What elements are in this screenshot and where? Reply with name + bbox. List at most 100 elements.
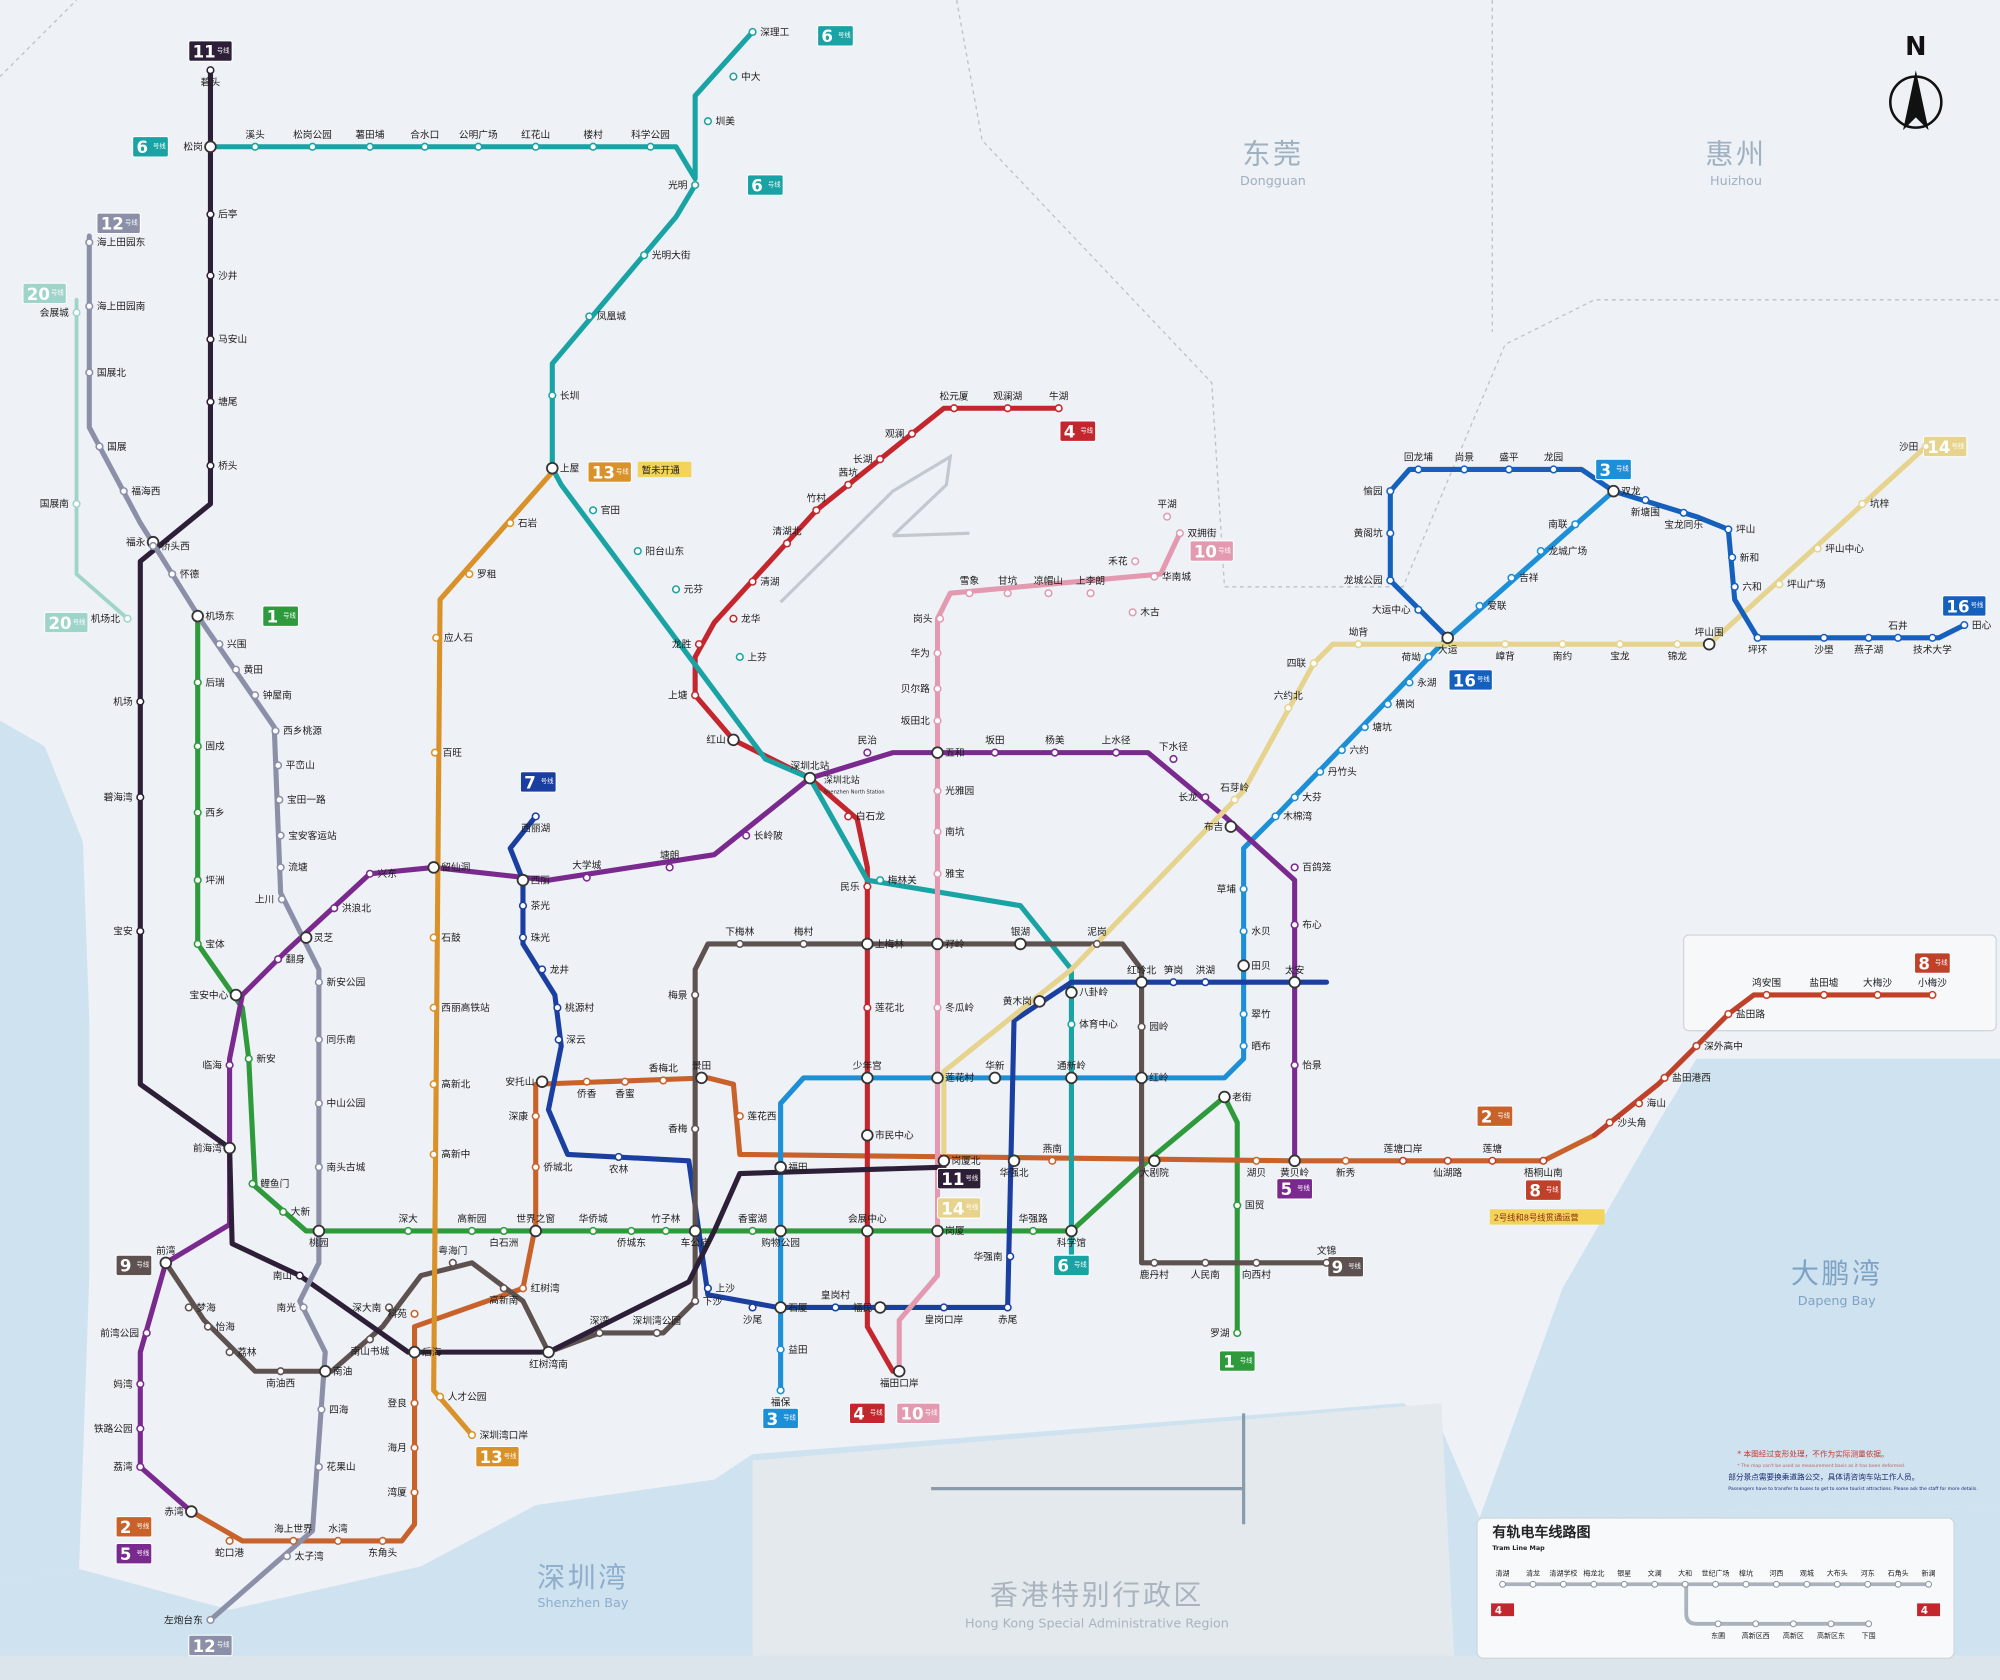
station-marker[interactable] (640, 251, 649, 260)
station-label[interactable]: 固戍 (205, 740, 225, 753)
station-label[interactable]: 公明广场 (459, 129, 498, 141)
station-label[interactable]: 湾厦 (388, 1486, 408, 1499)
station-marker[interactable] (1724, 1010, 1733, 1019)
interchange-marker[interactable] (546, 461, 559, 475)
interchange-marker[interactable] (803, 771, 817, 785)
station-label[interactable]: 百鸽笼 (1302, 861, 1331, 874)
station-marker[interactable] (876, 455, 885, 464)
station-label[interactable]: 红山 (706, 733, 725, 746)
interchange-marker[interactable] (159, 1256, 173, 1270)
tram-station-marker[interactable] (1833, 1580, 1841, 1588)
tram-station-marker[interactable] (1499, 1580, 1506, 1588)
station-marker[interactable] (633, 547, 642, 556)
tram-station-marker[interactable] (1620, 1580, 1628, 1588)
station-marker[interactable] (620, 1077, 630, 1086)
station-label[interactable]: 中大 (741, 70, 761, 83)
station-label[interactable]: 长湖 (853, 454, 872, 466)
station-marker[interactable] (1271, 812, 1280, 821)
station-label[interactable]: 松岗公园 (293, 128, 332, 141)
station-marker[interactable] (518, 1284, 528, 1293)
station-label[interactable]: 南油 (333, 1365, 352, 1378)
station-label[interactable]: 吉祥 (1519, 571, 1539, 584)
station-marker[interactable] (1507, 573, 1516, 582)
station-label[interactable]: 永湖 (1417, 676, 1436, 689)
station-label[interactable]: 阳台山东 (645, 544, 684, 557)
station-label[interactable]: 华强南 (973, 1250, 1002, 1263)
station-marker[interactable] (776, 1386, 785, 1395)
station-marker[interactable] (935, 614, 945, 623)
station-marker[interactable] (429, 1150, 438, 1159)
station-label[interactable]: 同乐南 (327, 1033, 356, 1046)
station-marker[interactable] (1201, 1258, 1210, 1267)
station-label[interactable]: 莲花北 (875, 1001, 904, 1014)
station-marker[interactable] (1730, 582, 1739, 591)
station-label[interactable]: 石井 (1888, 619, 1908, 632)
station-marker[interactable] (538, 965, 547, 974)
station-label[interactable]: 留仙洞 (441, 861, 470, 874)
station-label[interactable]: 鸿安围 (1752, 976, 1781, 989)
station-label[interactable]: 香梅 (668, 1122, 688, 1135)
station-marker[interactable] (136, 793, 145, 802)
station-marker[interactable] (863, 748, 872, 757)
station-label[interactable]: 龙城广场 (1548, 544, 1587, 557)
station-marker[interactable] (1813, 544, 1822, 553)
station-marker[interactable] (1092, 939, 1102, 949)
interchange-marker[interactable] (873, 1301, 887, 1314)
station-marker[interactable] (465, 569, 474, 579)
station-label[interactable]: 西丽 (531, 875, 551, 886)
station-label[interactable]: 盛平 (1499, 451, 1519, 464)
station-marker[interactable] (499, 1226, 508, 1236)
station-marker[interactable] (276, 1367, 285, 1376)
station-label[interactable]: 高新中 (441, 1148, 470, 1161)
station-label[interactable]: 高新南 (489, 1294, 518, 1307)
station-marker[interactable] (548, 391, 557, 400)
station-marker[interactable] (378, 1536, 387, 1545)
station-label[interactable]: 凤凰城 (597, 311, 626, 323)
station-label[interactable]: 尚景 (1455, 451, 1475, 464)
station-marker[interactable] (1239, 927, 1248, 936)
station-label[interactable]: 文锦 (1317, 1244, 1336, 1257)
station-marker[interactable] (1201, 978, 1210, 987)
station-label[interactable]: 田贝 (1251, 960, 1270, 972)
station-label[interactable]: 马安山 (218, 333, 247, 346)
station-label[interactable]: 荔林 (237, 1345, 257, 1358)
station-marker[interactable] (1354, 640, 1363, 649)
station-label[interactable]: 机场 (113, 695, 133, 708)
station-label[interactable]: 合水口 (410, 128, 439, 141)
interchange-marker[interactable] (223, 1141, 236, 1155)
interchange-marker[interactable] (191, 609, 204, 623)
station-marker[interactable] (72, 499, 81, 508)
station-marker[interactable] (142, 1328, 151, 1338)
station-marker[interactable] (1679, 508, 1688, 517)
interchange-marker[interactable] (1702, 637, 1716, 651)
station-label[interactable]: 翠竹 (1251, 1007, 1271, 1020)
station-label[interactable]: 购物公园 (761, 1236, 800, 1249)
interchange-marker[interactable] (988, 1071, 1002, 1085)
station-label[interactable]: 塘尾 (218, 395, 238, 408)
station-marker[interactable] (275, 795, 284, 804)
station-label[interactable]: 科学公园 (631, 128, 670, 141)
station-marker[interactable] (965, 589, 974, 598)
station-marker[interactable] (691, 691, 700, 700)
tram-station-marker[interactable] (1681, 1580, 1689, 1588)
station-label[interactable]: 海上田园东 (97, 236, 146, 249)
station-marker[interactable] (474, 142, 483, 151)
station-label[interactable]: 沙头角 (1617, 1117, 1646, 1129)
interchange-marker[interactable] (1148, 1154, 1161, 1168)
station-label[interactable]: 桃园 (309, 1236, 328, 1249)
station-marker[interactable] (735, 652, 744, 662)
station-label[interactable]: 华南城 (1162, 570, 1191, 583)
interchange-marker[interactable] (931, 937, 944, 951)
station-label[interactable]: 莲花村 (945, 1071, 974, 1084)
station-label[interactable]: 科苑 (388, 1307, 408, 1320)
station-marker[interactable] (206, 461, 215, 470)
station-marker[interactable] (193, 678, 202, 687)
station-label[interactable]: 华为 (910, 646, 929, 659)
station-marker[interactable] (1386, 487, 1395, 496)
station-marker[interactable] (273, 761, 283, 770)
station-label[interactable]: 少年宫 (853, 1059, 882, 1072)
station-label[interactable]: 深理工 (760, 26, 789, 38)
station-label[interactable]: 坪山中心 (1825, 542, 1864, 555)
station-label[interactable]: 前湾公园 (100, 1326, 139, 1339)
interchange-marker[interactable] (299, 931, 313, 944)
